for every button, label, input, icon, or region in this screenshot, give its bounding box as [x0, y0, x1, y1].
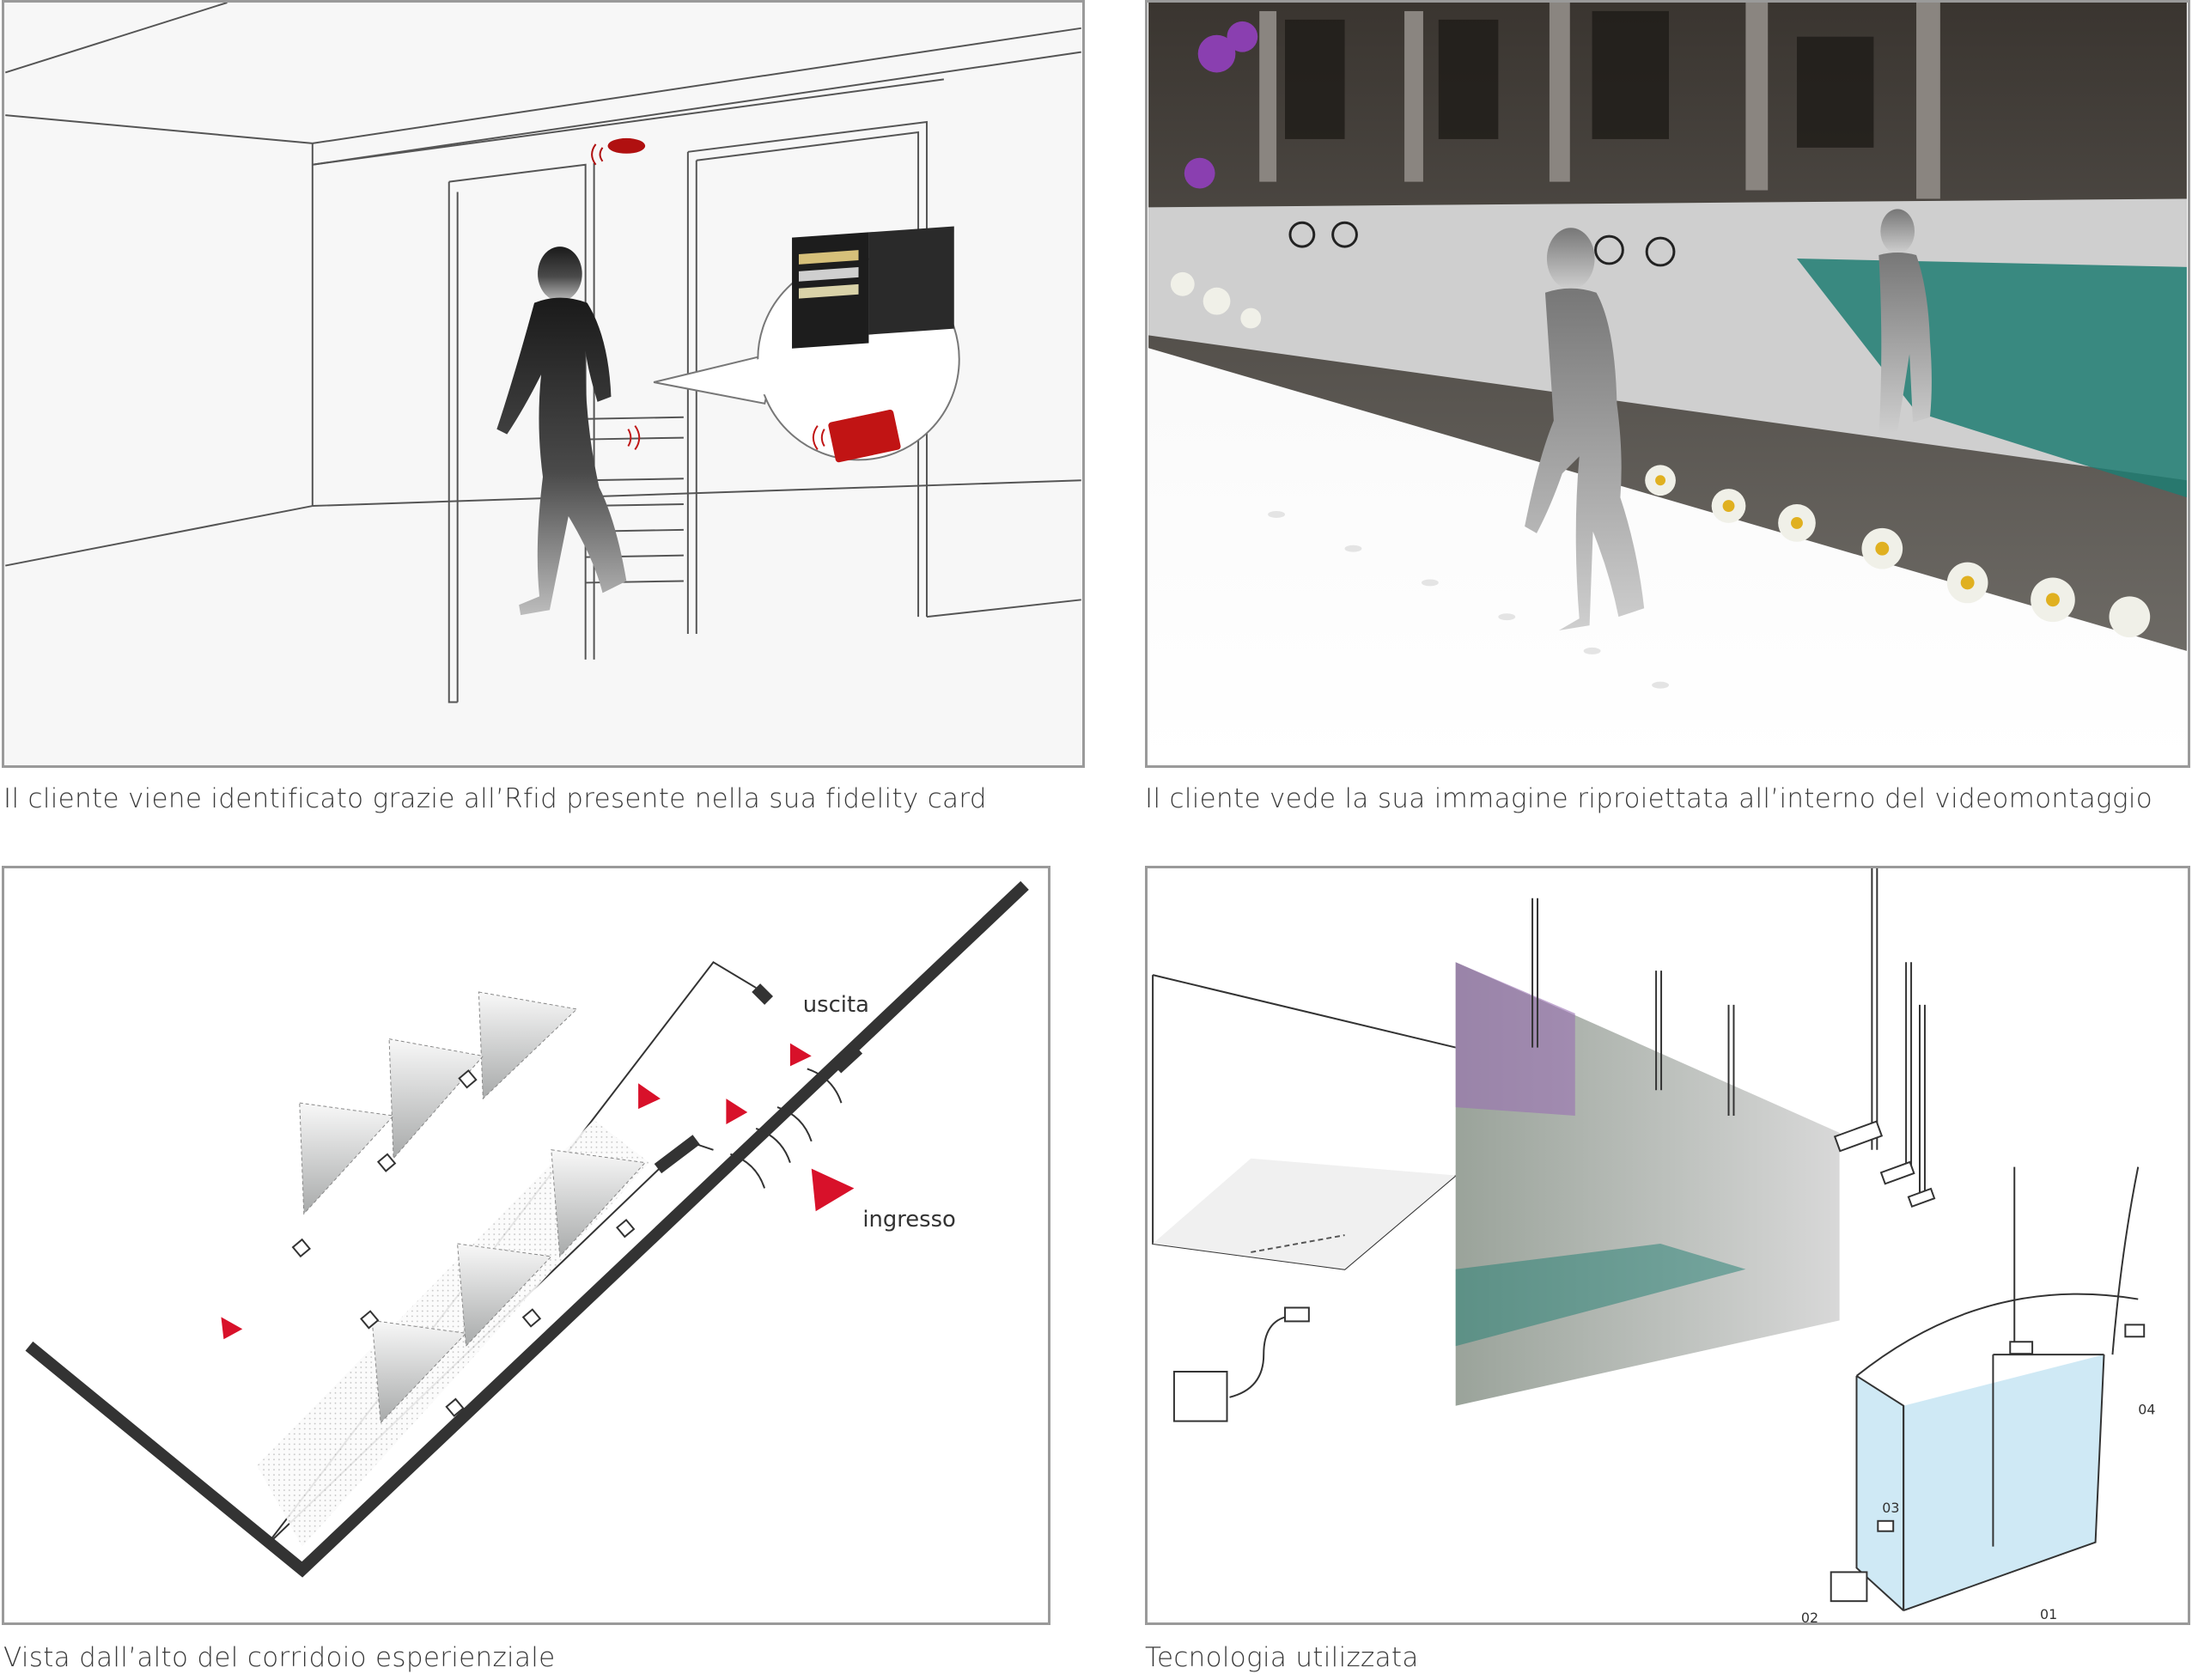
flow-arrow-icon [221, 1043, 855, 1340]
floorplan-drawing: uscita ingresso [25, 880, 1029, 1578]
caption-rfid: Il cliente viene identificato grazie all… [3, 783, 987, 814]
projection-wedge [299, 991, 647, 1424]
video-montage-illustration [1145, 0, 2190, 768]
caption-floorplan: Vista dall’alto del corridoio esperienzi… [3, 1642, 556, 1673]
entrance-drawing [4, 3, 1081, 703]
label-02: 02 [1801, 1610, 1818, 1622]
wallet-icon [792, 226, 954, 349]
corridor-floorplan: uscita ingresso [2, 866, 1050, 1625]
camera-icon [1284, 1306, 1310, 1323]
projector-icon [1833, 1120, 1936, 1208]
technology-drawing: 01 02 03 04 [1152, 868, 2155, 1622]
pc-unit-icon [1172, 1371, 1228, 1422]
caption-technology: Tecnologia utilizzata [1145, 1642, 1419, 1673]
montage-drawing [1148, 3, 2187, 765]
exit-label: uscita [803, 992, 869, 1018]
sensor-icon [2124, 1324, 2146, 1338]
rfid-entrance-illustration [2, 0, 1085, 768]
cyclist-icon [1288, 221, 1676, 267]
door-swing [730, 1068, 843, 1189]
projected-person-silhouette-icon [1525, 209, 1932, 631]
label-03: 03 [1882, 1500, 1899, 1516]
outer-wall [25, 880, 1029, 1578]
sensor-icon [1877, 1519, 1895, 1532]
sensor-icon [2009, 1341, 2034, 1355]
fidelity-card-icon [828, 409, 901, 463]
projector-icon [291, 1069, 636, 1417]
label-04: 04 [2138, 1402, 2155, 1418]
room-lines [4, 3, 1081, 703]
technology-diagram: 01 02 03 04 [1145, 866, 2190, 1625]
ceiling-rod [1531, 868, 1926, 1193]
person-silhouette-icon [496, 247, 627, 616]
caption-montage: Il cliente vede la sua immagine riproiet… [1145, 783, 2153, 814]
rfid-reader-icon [607, 137, 646, 154]
control-box-icon [1830, 1571, 1868, 1603]
entrance-label: ingresso [862, 1207, 956, 1233]
sensor-cube [1856, 1354, 2104, 1611]
label-01: 01 [2040, 1606, 2057, 1622]
